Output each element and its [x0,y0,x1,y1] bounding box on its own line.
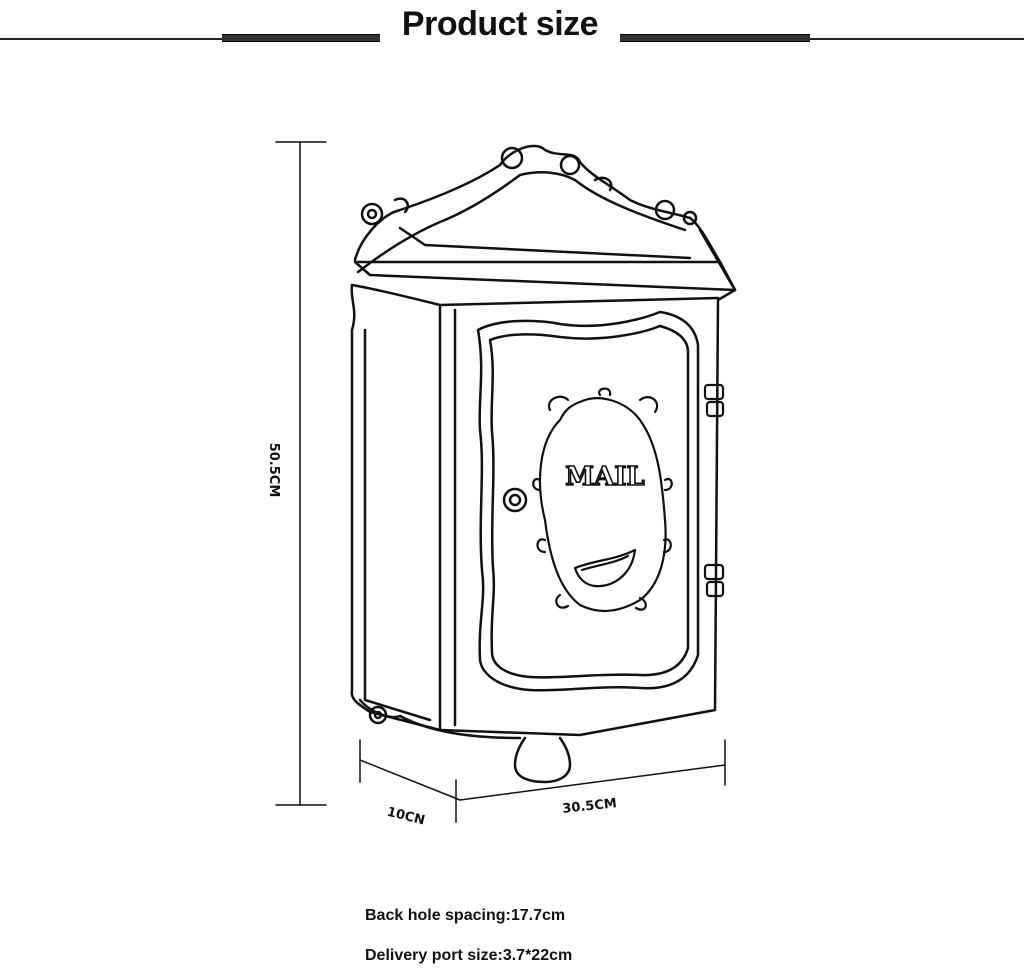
header: Product size [0,0,1024,60]
ornament-wreath [532,387,673,613]
mailbox-finial [368,705,572,784]
mailbox-roof [353,144,737,292]
height-label: 50.5CM [266,443,281,498]
delivery-port-size: Delivery port size:3.7*22cm [365,947,573,964]
width-dimension [459,739,726,801]
embossed-mail-text: MAIL [565,462,644,492]
mailbox-body [350,283,737,740]
back-hole-spacing: Back hole spacing:17.7cm [365,907,566,924]
header-rule-left [0,38,222,40]
header-rule-thick-right [618,34,810,42]
mailbox-door [476,310,700,692]
mailbox-hinges [703,383,725,598]
depth-dimension [359,739,461,823]
header-rule-right [810,38,1024,40]
page-title: Product size [380,2,620,46]
height-dimension [275,141,327,806]
width-label: 30.5CM [562,796,618,817]
header-rule-thick-left [222,34,382,42]
depth-label: 10CN [385,805,426,829]
